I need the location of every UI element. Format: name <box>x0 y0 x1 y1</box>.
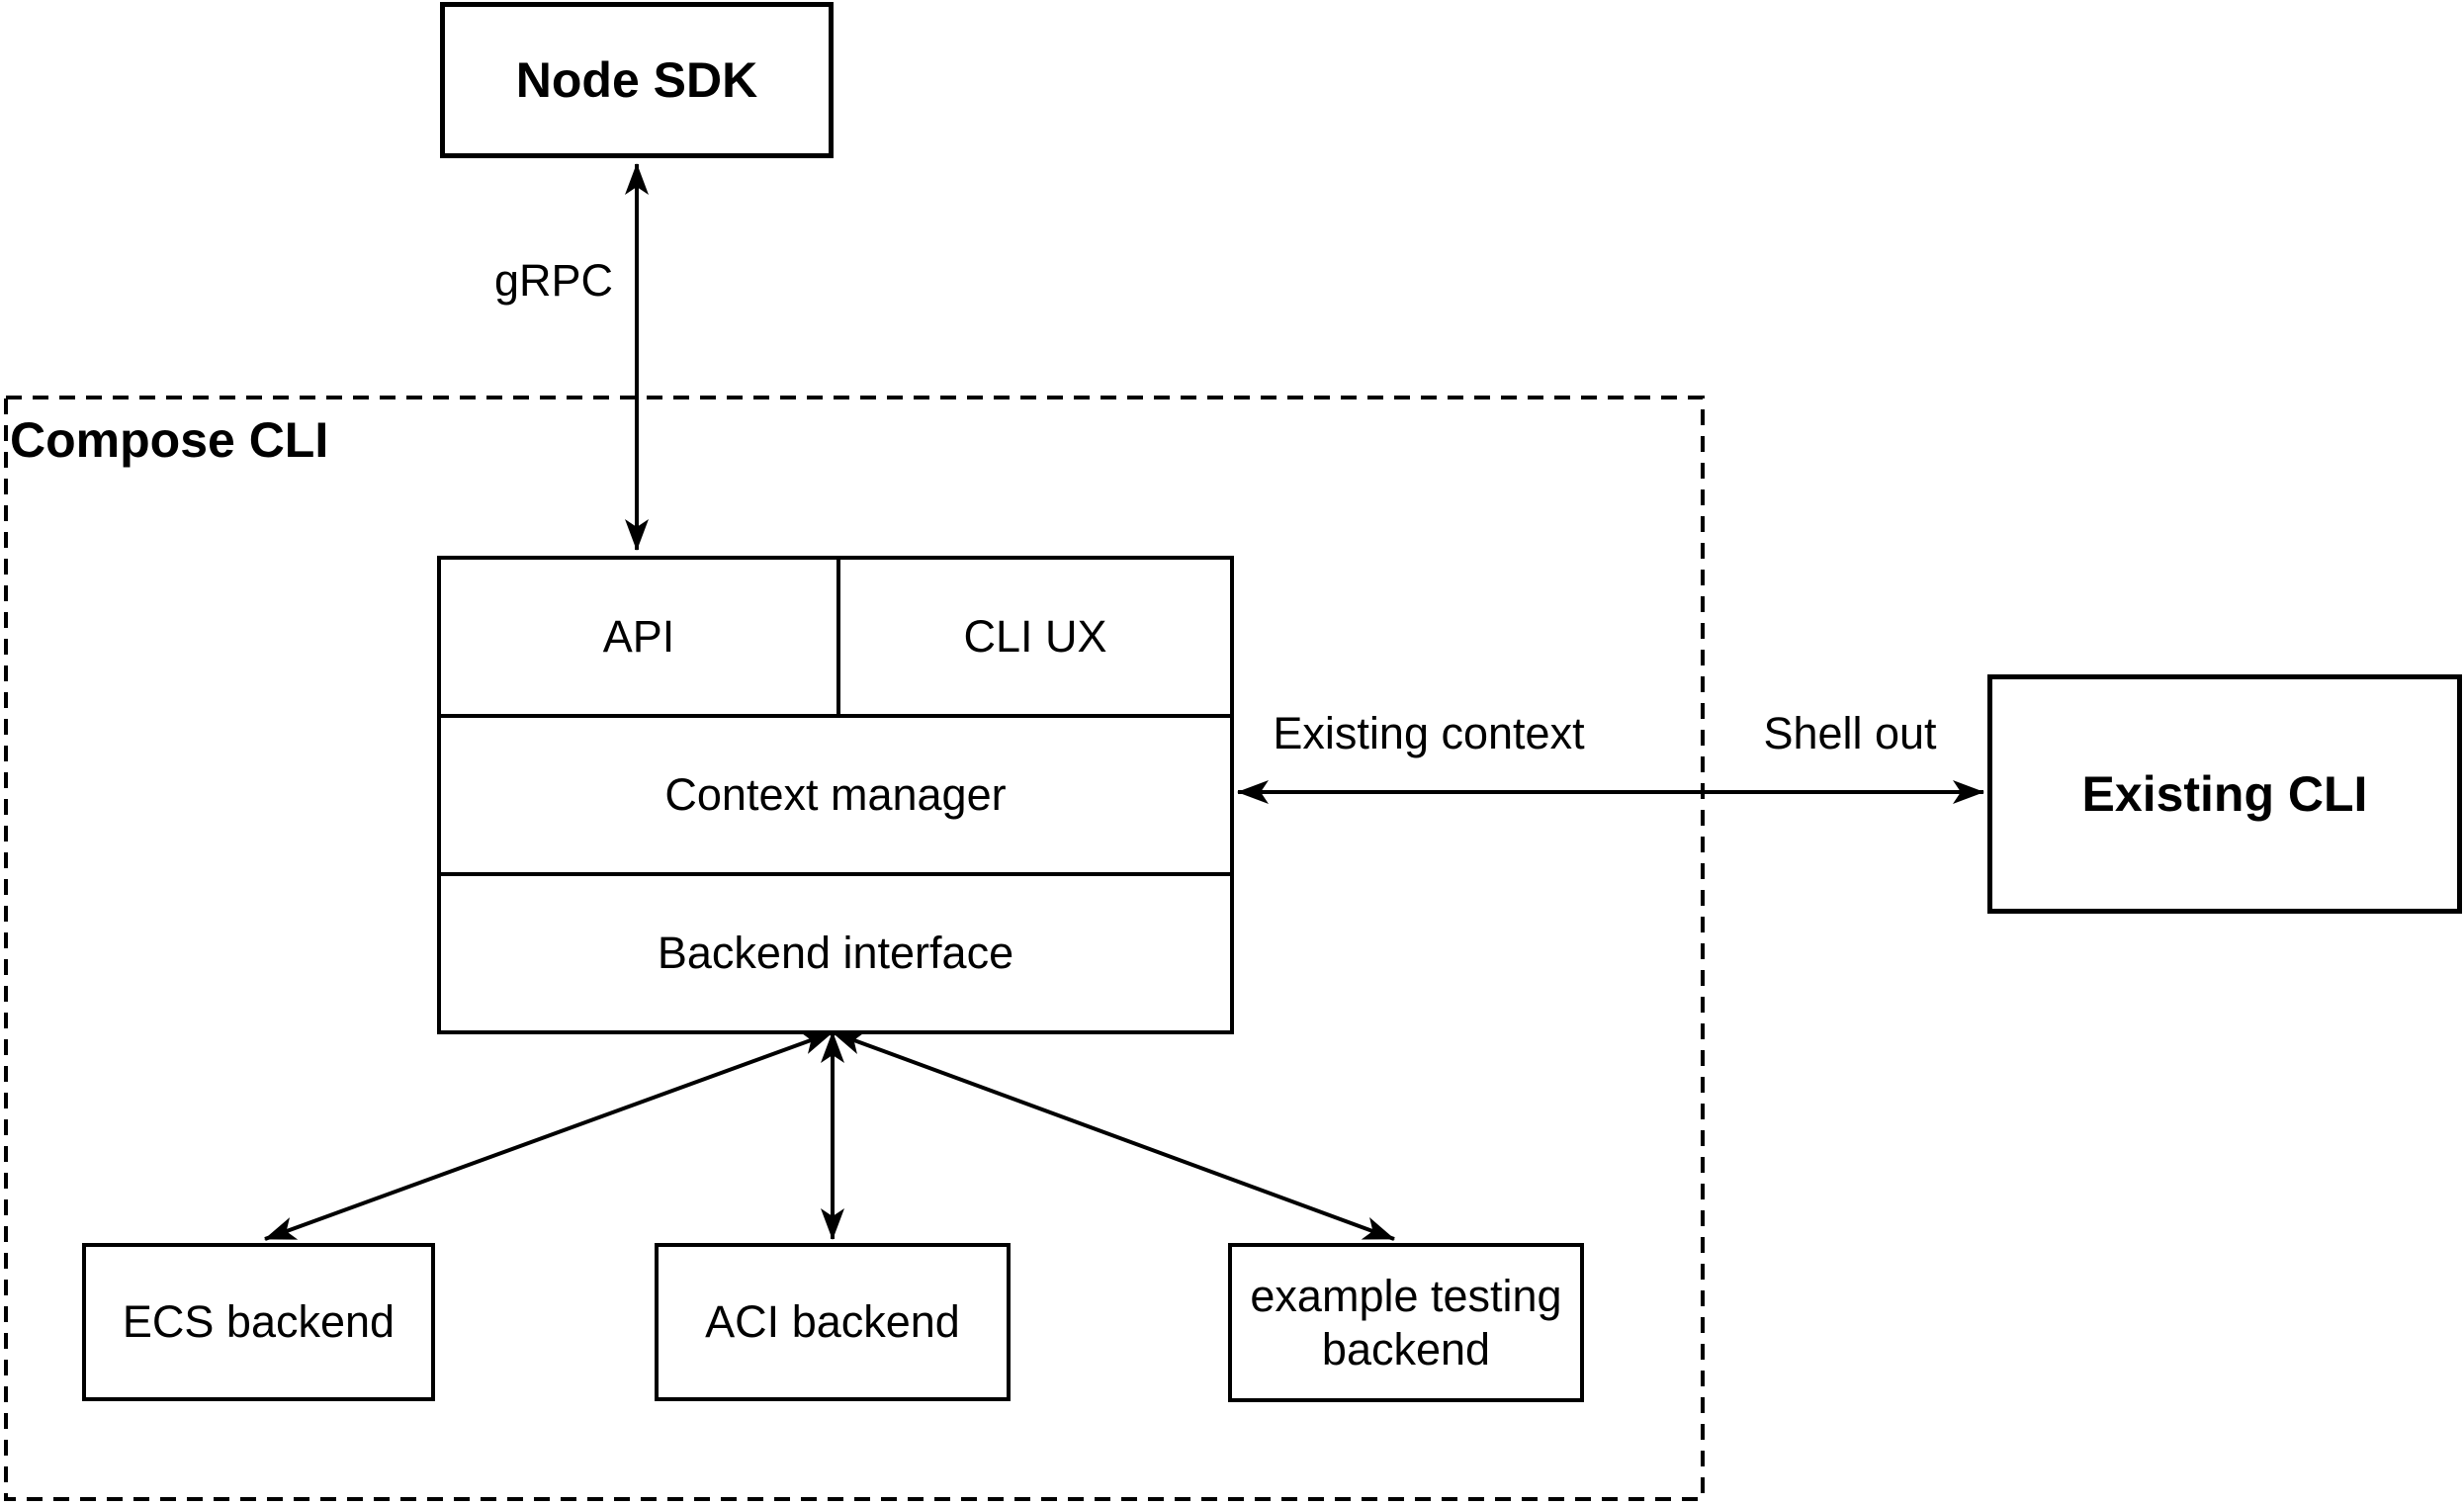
aci-backend-box: ACI backend <box>655 1243 1011 1401</box>
api-box: API <box>437 556 840 718</box>
node-sdk-box: Node SDK <box>440 2 834 158</box>
example-testing-backend-box: example testing backend <box>1228 1243 1584 1402</box>
context-manager-box: Context manager <box>437 714 1234 876</box>
cli-ux-box: CLI UX <box>836 556 1234 718</box>
shell-out-edge-label: Shell out <box>1763 708 1937 758</box>
node-sdk-label: Node SDK <box>515 51 758 108</box>
aci-backend-label: ACI backend <box>705 1296 960 1348</box>
ecs-backend-arrow <box>264 1030 834 1241</box>
existing-cli-label: Existing CLI <box>2081 765 2368 822</box>
example-testing-backend-label: example testing backend <box>1250 1271 1562 1374</box>
existing-context-edge-label: Existing context <box>1273 708 1585 758</box>
backend-interface-label: Backend interface <box>657 928 1014 979</box>
grpc-edge-label: gRPC <box>493 255 614 306</box>
compose-cli-group-border <box>4 396 1705 1501</box>
ecs-backend-label: ECS backend <box>122 1296 396 1348</box>
compose-cli-group-label: Compose CLI <box>10 412 329 468</box>
ecs-backend-box: ECS backend <box>82 1243 435 1401</box>
existing-cli-box: Existing CLI <box>1987 674 2462 914</box>
backend-interface-box: Backend interface <box>437 872 1234 1034</box>
api-label: API <box>602 611 675 663</box>
cli-ux-label: CLI UX <box>963 611 1107 663</box>
context-manager-label: Context manager <box>664 769 1007 821</box>
example-backend-arrow <box>832 1030 1395 1241</box>
